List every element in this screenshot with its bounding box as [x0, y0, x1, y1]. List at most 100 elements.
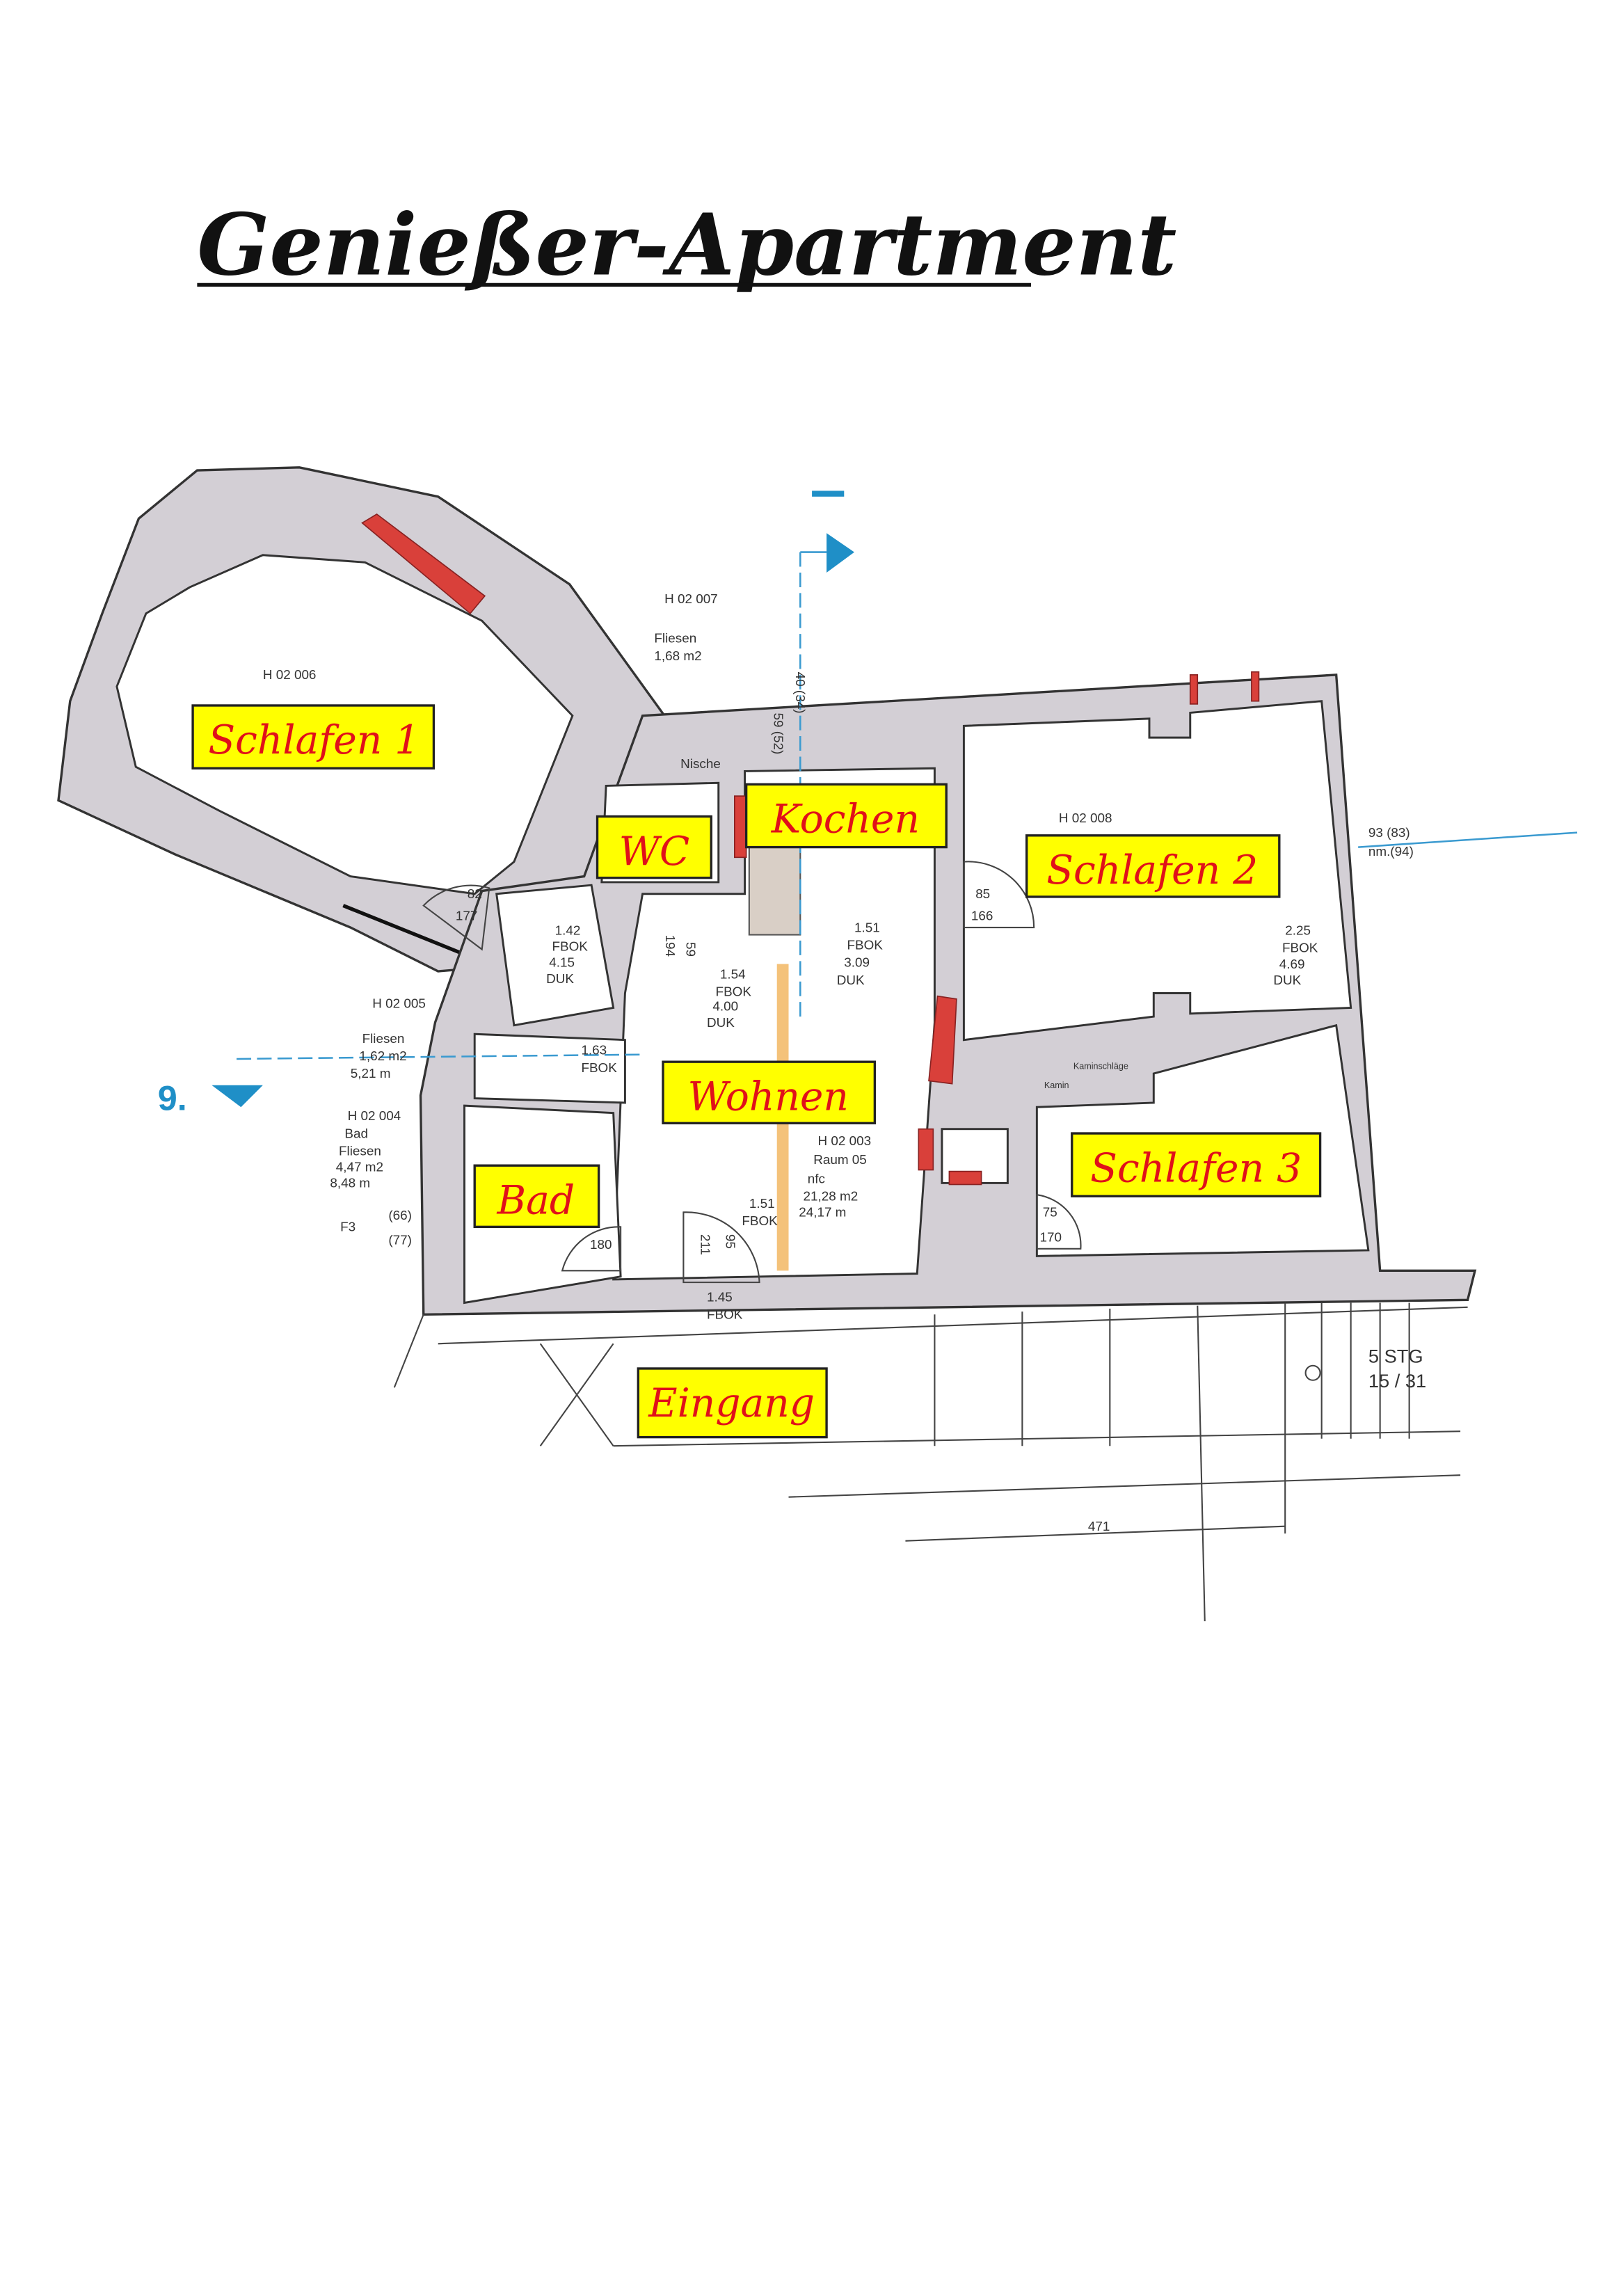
red-mark-window-2 — [1251, 671, 1260, 702]
svg-text:1.45: 1.45 — [707, 1290, 733, 1305]
annotations: H 02 007 Fliesen 1,68 m2 H 02 006 Nische… — [263, 592, 1426, 1534]
svg-text:8,48 m: 8,48 m — [330, 1177, 370, 1191]
svg-text:1,62 m2: 1,62 m2 — [359, 1049, 406, 1064]
label-eingang: Eingang — [637, 1367, 828, 1439]
red-mark-wall — [928, 995, 957, 1085]
door-entrance — [682, 1211, 760, 1284]
kitchen-counter — [748, 846, 801, 936]
label-wohnen: Wohnen — [662, 1060, 877, 1124]
svg-text:40 (34): 40 (34) — [792, 672, 807, 714]
svg-text:Kochen: Kochen — [771, 797, 920, 843]
svg-text:DUK: DUK — [546, 972, 574, 987]
svg-text:(77): (77) — [388, 1234, 412, 1248]
svg-text:WC: WC — [619, 829, 690, 875]
svg-text:FBOK: FBOK — [552, 940, 588, 955]
label-schlafen-1: Schlafen 1 — [191, 704, 436, 770]
svg-text:nm.(94): nm.(94) — [1368, 845, 1414, 859]
wall-opening — [342, 904, 471, 959]
page-title: Genießer-Apartment — [197, 196, 1176, 295]
svg-text:1.54: 1.54 — [720, 968, 746, 982]
label-bad: Bad — [473, 1164, 600, 1229]
red-mark-shaft-2 — [948, 1170, 982, 1186]
svg-text:471: 471 — [1088, 1520, 1110, 1534]
svg-text:1.51: 1.51 — [854, 920, 880, 935]
label-wc: WC — [596, 815, 712, 879]
svg-text:H 02 004: H 02 004 — [348, 1109, 401, 1124]
svg-text:75: 75 — [1043, 1206, 1057, 1220]
svg-text:FBOK: FBOK — [707, 1308, 743, 1323]
svg-text:93 (83): 93 (83) — [1368, 826, 1410, 840]
svg-text:nfc: nfc — [808, 1172, 825, 1186]
svg-text:1,68 m2: 1,68 m2 — [654, 649, 701, 664]
svg-text:(66): (66) — [388, 1209, 412, 1223]
svg-text:H 02 003: H 02 003 — [817, 1134, 871, 1149]
svg-text:Eingang: Eingang — [648, 1380, 815, 1426]
svg-text:3.09: 3.09 — [844, 956, 870, 971]
svg-text:4,47 m2: 4,47 m2 — [336, 1161, 383, 1175]
svg-text:4.15: 4.15 — [549, 956, 575, 971]
svg-text:Fliesen: Fliesen — [362, 1032, 405, 1046]
room-corridor — [495, 884, 615, 1027]
svg-text:4.00: 4.00 — [712, 1000, 738, 1014]
svg-text:Schlafen 1: Schlafen 1 — [208, 717, 420, 763]
svg-text:85: 85 — [975, 887, 990, 902]
room-storage — [473, 1033, 626, 1104]
exterior-lines — [393, 1302, 1468, 1622]
svg-text:9.: 9. — [158, 1078, 187, 1117]
door-schlafen-1 — [422, 884, 490, 951]
svg-text:1.51: 1.51 — [749, 1197, 775, 1211]
svg-text:59: 59 — [683, 942, 698, 957]
svg-text:FBOK: FBOK — [716, 985, 752, 1000]
svg-text:FBOK: FBOK — [742, 1214, 778, 1229]
svg-text:170: 170 — [1040, 1230, 1062, 1245]
svg-text:FBOK: FBOK — [1282, 941, 1318, 956]
svg-text:Schlafen 3: Schlafen 3 — [1090, 1145, 1302, 1191]
svg-text:5,21 m: 5,21 m — [351, 1067, 391, 1081]
svg-text:F3: F3 — [340, 1220, 356, 1235]
red-mark-shaft — [918, 1128, 934, 1171]
svg-text:DUK: DUK — [1273, 973, 1301, 988]
svg-text:1.63: 1.63 — [581, 1044, 607, 1058]
label-schlafen-2: Schlafen 2 — [1025, 834, 1281, 898]
svg-text:Raum 05: Raum 05 — [813, 1153, 867, 1167]
svg-text:21,28 m2: 21,28 m2 — [804, 1190, 859, 1204]
svg-text:24,17 m: 24,17 m — [799, 1206, 846, 1220]
svg-text:Kamin: Kamin — [1044, 1081, 1069, 1090]
room-wohnen-kochen — [612, 767, 936, 1281]
svg-text:H 02 007: H 02 007 — [664, 592, 718, 607]
svg-text:95: 95 — [722, 1234, 737, 1249]
svg-text:1.42: 1.42 — [555, 924, 581, 939]
door-bad — [561, 1226, 622, 1272]
svg-text:H 02 006: H 02 006 — [263, 668, 317, 683]
label-schlafen-3: Schlafen 3 — [1071, 1132, 1322, 1197]
door-schlafen-2 — [963, 861, 1035, 929]
svg-text:2.25: 2.25 — [1285, 924, 1311, 939]
svg-text:4.69: 4.69 — [1279, 957, 1305, 972]
label-kochen: Kochen — [744, 783, 948, 849]
svg-text:5 STG: 5 STG — [1368, 1346, 1423, 1367]
svg-text:Nische: Nische — [680, 757, 721, 772]
svg-text:Bad: Bad — [497, 1177, 575, 1223]
door-schlafen-3 — [1036, 1193, 1082, 1250]
svg-text:194: 194 — [662, 935, 677, 957]
red-wall-mark — [361, 513, 486, 614]
svg-text:Fliesen: Fliesen — [339, 1144, 381, 1158]
svg-text:Wohnen: Wohnen — [687, 1074, 849, 1119]
svg-text:DUK: DUK — [707, 1016, 735, 1030]
svg-text:59 (52): 59 (52) — [771, 712, 785, 754]
svg-text:H 02 005: H 02 005 — [372, 996, 426, 1011]
svg-text:DUK: DUK — [837, 973, 865, 988]
svg-text:180: 180 — [590, 1238, 612, 1252]
svg-text:Schlafen 2: Schlafen 2 — [1046, 847, 1258, 893]
svg-text:Bad: Bad — [344, 1126, 368, 1141]
svg-text:Fliesen: Fliesen — [654, 632, 696, 646]
svg-text:177: 177 — [456, 909, 478, 924]
svg-text:82: 82 — [468, 887, 482, 902]
svg-text:FBOK: FBOK — [847, 939, 883, 953]
svg-text:15 / 31: 15 / 31 — [1368, 1370, 1426, 1392]
dimension-line-right — [1358, 831, 1578, 848]
svg-text:FBOK: FBOK — [581, 1061, 617, 1076]
svg-text:Kaminschläge: Kaminschläge — [1073, 1062, 1128, 1071]
svg-text:166: 166 — [971, 909, 993, 924]
